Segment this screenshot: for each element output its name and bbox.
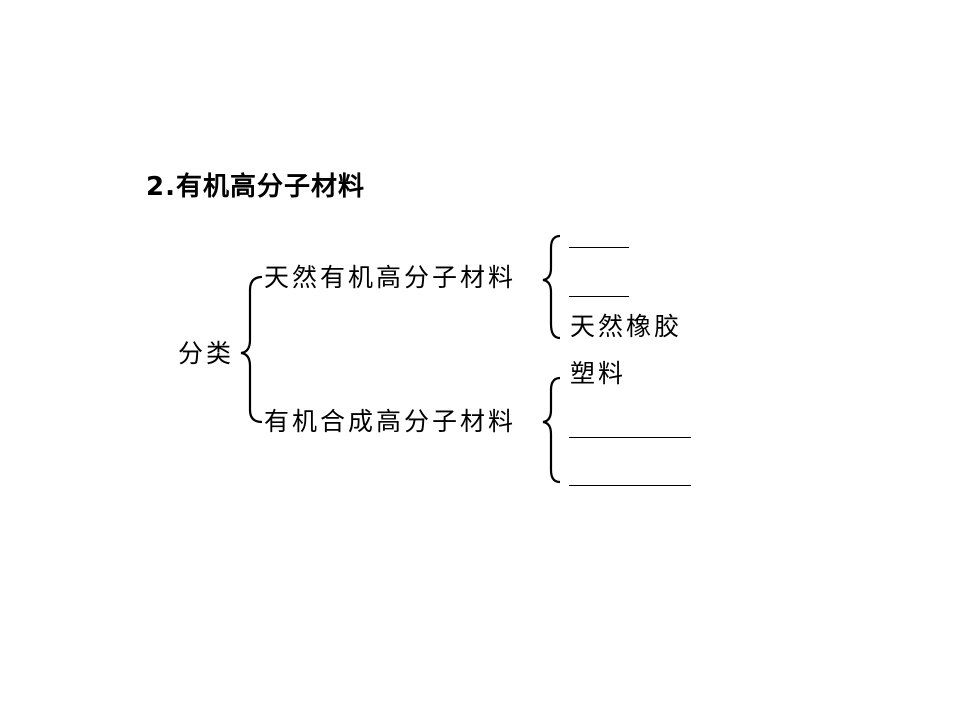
natural-materials-label: 天然有机高分子材料 — [264, 263, 517, 292]
natural-blank-2 — [569, 296, 629, 297]
synthetic-materials-label: 有机合成高分子材料 — [264, 407, 517, 436]
synthetic-blank-1 — [569, 437, 691, 438]
synthetic-item-plastic: 塑料 — [570, 359, 627, 388]
section-heading: 2.有机高分子材料 — [146, 172, 365, 202]
synthetic-brace — [542, 376, 561, 484]
natural-item-rubber: 天然橡胶 — [570, 312, 683, 341]
natural-blank-1 — [569, 247, 629, 248]
natural-brace — [542, 234, 561, 340]
synthetic-blank-2 — [569, 485, 691, 486]
main-brace — [240, 275, 263, 424]
root-label: 分类 — [178, 339, 235, 368]
